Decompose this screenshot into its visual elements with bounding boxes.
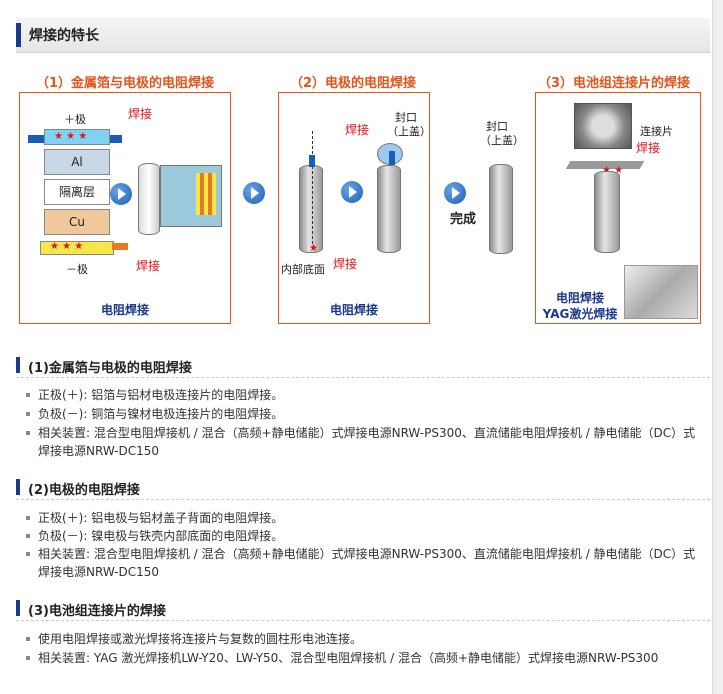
list-item: 负极(－): 铜箔与镍材电极连接片的电阻焊接。 [26, 405, 706, 423]
battery-can-sealed [377, 165, 401, 253]
weld-point: ★ ★ ★ [50, 241, 84, 252]
list-item: 负极(－): 镍电极与铁壳内部底面的电阻焊接。 [26, 527, 706, 545]
positive-tab-plate [44, 129, 110, 145]
weld-label: 焊接 [636, 141, 661, 155]
arrow-right-icon [110, 183, 132, 205]
panel-2-title: （2）电极的电阻焊接 [290, 76, 417, 91]
done-cap-label: （上盖） [480, 134, 524, 147]
plus-label: ＋极 [64, 113, 86, 126]
roll-cylinder [138, 163, 160, 235]
weld-point: ★ [309, 243, 318, 254]
weld-label-top: 焊接 [345, 123, 370, 137]
section-marker [16, 479, 20, 495]
copper-layer: Cu [44, 209, 110, 235]
list-item: 使用电阻焊接或激光焊接将连接片与复数的圆柱形电池连接。 [26, 630, 706, 648]
battery-pack-photo [624, 265, 698, 319]
electrode-strip [196, 173, 216, 215]
panel-2-diagram: ★ 内部底面 焊接 焊接 封口 （上盖） 电阻焊接 [278, 92, 431, 324]
list-item: 正极(＋): 铝电极与铝材盖子背面的电阻焊接。 [26, 509, 706, 527]
list-item: 正极(＋): 铝箔与铝材电极连接片的电阻焊接。 [26, 386, 706, 404]
list-item: 相关装置: YAG 激光焊接机LW-Y20、LW-Y50、混合型电阻焊接机 / … [26, 649, 698, 667]
page-header: 焊接的特长 [16, 18, 710, 53]
panel-3-title: （3）电池组连接片的焊接 [538, 76, 691, 91]
weld-point: ★ ★ [602, 165, 624, 176]
cap-lead [389, 151, 395, 165]
section-2-title: (2)电极的电阻焊接 [16, 477, 710, 500]
section-3-title: (3)电池组连接片的焊接 [16, 598, 710, 621]
arrow-right-icon [341, 181, 363, 203]
cap-label: （上盖） [387, 125, 431, 138]
done-seal-label: 封口 [486, 120, 508, 133]
inner-bottom-label: 内部底面 [281, 263, 325, 276]
weld-label-top: 焊接 [128, 107, 153, 121]
section-1-title-text: (1)金属箔与电极的电阻焊接 [28, 361, 192, 376]
page-title: 焊接的特长 [29, 28, 99, 44]
panel-1-diagram: ＋极 ★ ★ ★ 焊接 Al 隔离层 Cu ★ ★ ★ －极 焊接 电阻焊接 [19, 92, 231, 324]
seal-label: 封口 [395, 111, 417, 124]
weld-point: ★ ★ ★ [54, 131, 88, 142]
aluminum-layer: Al [44, 149, 110, 175]
weld-label-bottom: 焊接 [333, 257, 358, 271]
battery-top-photo [574, 103, 632, 149]
section-marker [16, 600, 20, 616]
battery-can [299, 165, 323, 253]
header-marker [16, 23, 21, 47]
done-label: 完成 [450, 212, 477, 227]
panel-3-diagram: 连接片 焊接 ★ ★ 电阻焊接 YAG激光焊接 [535, 92, 701, 324]
list-item: 相关装置: 混合型电阻焊接机 / 混合（高频+静电储能）式焊接电源NRW-PS3… [26, 424, 698, 460]
lead-marker [309, 155, 315, 167]
section-3-title-text: (3)电池组连接片的焊接 [28, 604, 166, 619]
negative-tab [112, 243, 128, 250]
finished-battery [489, 164, 513, 254]
tab-label: 连接片 [640, 125, 673, 138]
section-marker [16, 357, 20, 373]
panel-1-title: （1）金属箔与电极的电阻焊接 [36, 76, 215, 91]
panel-3-caption-laser: YAG激光焊接 [542, 307, 618, 321]
panel-2-caption: 电阻焊接 [329, 303, 378, 317]
separator-layer: 隔离层 [44, 179, 110, 205]
arrow-right-icon [243, 182, 265, 204]
battery-cell [594, 171, 620, 253]
arrow-right-icon [444, 182, 466, 204]
minus-label: －极 [66, 263, 88, 276]
section-2-title-text: (2)电极的电阻焊接 [28, 483, 140, 498]
electrode-lead [312, 131, 314, 249]
section-1-title: (1)金属箔与电极的电阻焊接 [16, 355, 710, 378]
weld-label-bottom: 焊接 [136, 259, 161, 273]
panel-3-caption-resistance: 电阻焊接 [555, 291, 604, 305]
list-item: 相关装置: 混合型电阻焊接机 / 混合（高频+静电储能）式焊接电源NRW-PS3… [26, 545, 698, 581]
scrollbar[interactable] [712, 0, 723, 694]
panel-1-caption: 电阻焊接 [100, 303, 149, 317]
